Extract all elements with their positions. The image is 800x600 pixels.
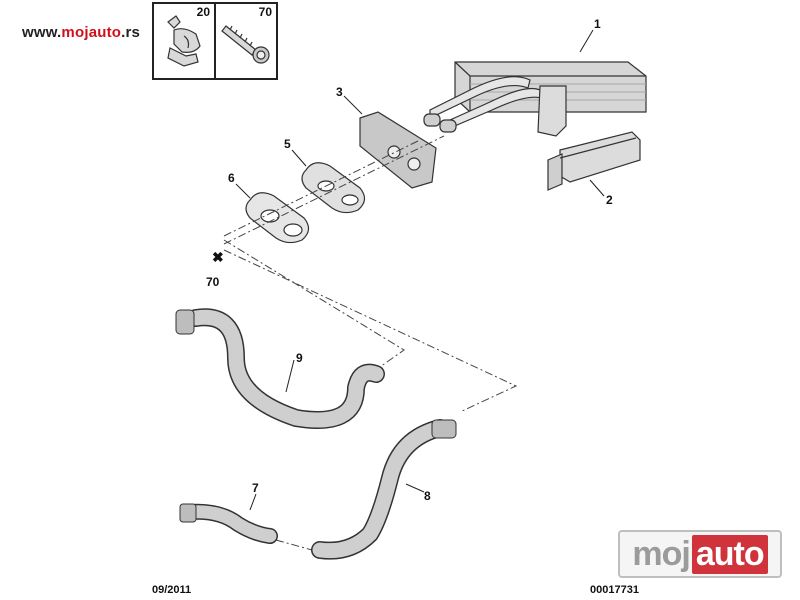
clip-icon <box>167 15 201 67</box>
inset-clip-20: 20 <box>152 2 216 80</box>
callout-70: 70 <box>206 275 220 289</box>
callout-leaders <box>235 29 605 511</box>
hose-part-9 <box>175 308 385 429</box>
inset-number-20: 20 <box>196 5 210 19</box>
hose-part-7 <box>179 503 278 544</box>
callout-7: 7 <box>252 481 259 495</box>
gasket <box>301 162 366 214</box>
screw-marker-icon: ✖ <box>212 249 224 265</box>
leader-lines <box>223 135 518 551</box>
watermark-brand: mojauto <box>61 24 122 41</box>
footer-reference: 00017731 <box>590 584 639 596</box>
heater-core <box>423 61 647 137</box>
callout-6: 6 <box>228 171 235 185</box>
heater-bracket <box>547 131 641 191</box>
footer-date: 09/2011 <box>152 584 192 596</box>
callout-9: 9 <box>296 351 303 365</box>
logo-text-left: moj <box>632 534 690 573</box>
callout-5: 5 <box>284 137 291 151</box>
flange-plate <box>359 111 437 189</box>
screw-icon <box>221 25 270 64</box>
callout-8: 8 <box>424 489 431 503</box>
hose-part-8 <box>311 419 457 560</box>
inset-number-70: 70 <box>258 5 272 19</box>
callout-2: 2 <box>606 193 613 207</box>
watermark-url: www.mojauto.rs <box>22 24 140 41</box>
watermark-suffix: .rs <box>121 24 141 41</box>
watermark-prefix: www. <box>22 24 62 41</box>
inset-screw-70: 70 <box>214 2 278 80</box>
callout-3: 3 <box>336 85 343 99</box>
callout-1: 1 <box>594 17 601 31</box>
logo-text-right: auto <box>691 534 768 574</box>
